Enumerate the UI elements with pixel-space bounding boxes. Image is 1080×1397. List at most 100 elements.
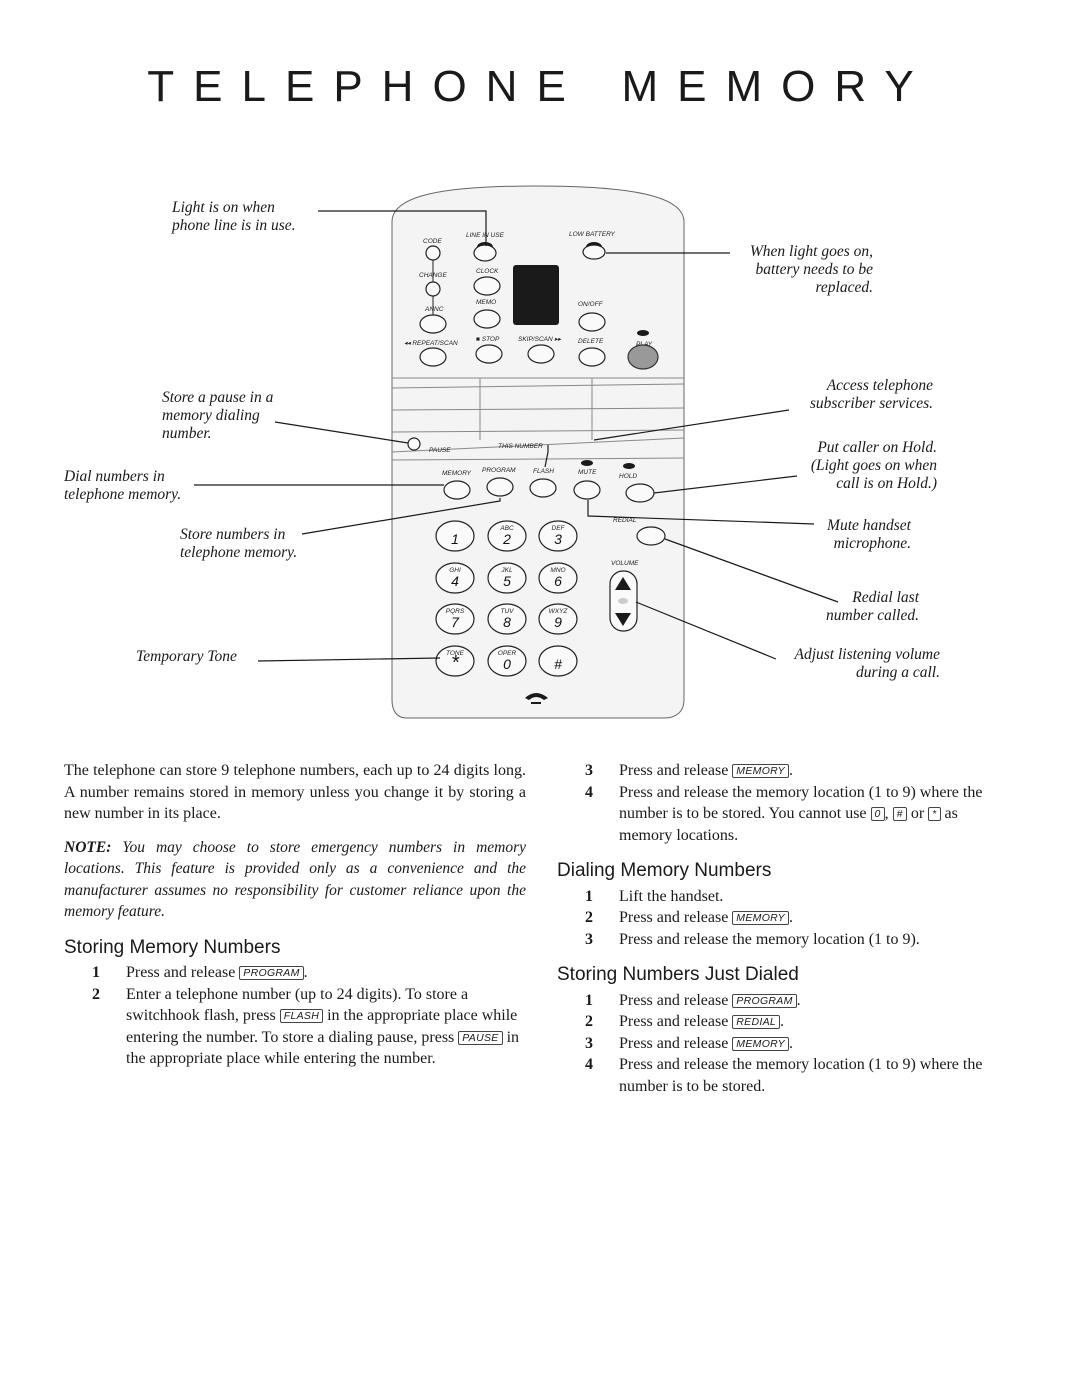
memory-key-icon: MEMORY — [732, 911, 789, 925]
mute-light — [581, 460, 593, 466]
key-sublabel: DEF — [552, 525, 566, 532]
label-hold: HOLD — [619, 473, 637, 480]
dialing-heading: Dialing Memory Numbers — [557, 860, 772, 881]
memo-button[interactable] — [473, 309, 501, 329]
label-code: CODE — [423, 238, 442, 245]
star-key-icon: * — [928, 807, 941, 821]
key-label: 4 — [451, 573, 459, 589]
label-flash: FLASH — [533, 468, 554, 475]
label-memo: MEMO — [476, 299, 496, 306]
key-label: 5 — [503, 573, 511, 589]
key-label: 8 — [503, 614, 511, 630]
label-line-in-use: LINE IN USE — [466, 232, 505, 239]
on-off-button[interactable] — [578, 312, 606, 332]
callout-tone: Temporary Tone — [136, 648, 237, 665]
just-dialed-heading: Storing Numbers Just Dialed — [557, 964, 799, 985]
label-volume: VOLUME — [611, 560, 639, 567]
key-sublabel: MNO — [550, 567, 565, 574]
mute-button[interactable] — [573, 480, 601, 500]
stop-button[interactable] — [475, 344, 503, 364]
code-button[interactable] — [425, 245, 441, 261]
key-label: 2 — [502, 531, 511, 547]
play-button[interactable] — [627, 344, 659, 370]
program-key-icon: PROGRAM — [732, 993, 797, 1008]
intro-paragraph: The telephone can store 9 telephone numb… — [64, 762, 526, 822]
note-paragraph: NOTE: You may choose to store emergency … — [64, 838, 526, 921]
zero-key-icon: 0 — [870, 807, 885, 821]
key-label: 3 — [554, 531, 562, 547]
program-key-icon: PROGRAM — [239, 966, 304, 980]
flash-key-icon: FLASH — [279, 1009, 324, 1023]
label-repeat-scan: ◂◂ REPEAT/SCAN — [404, 340, 458, 347]
flash-button[interactable] — [529, 478, 557, 498]
label-redial: REDIAL — [613, 517, 637, 524]
label-this-number: THIS NUMBER — [498, 443, 543, 450]
label-clock: CLOCK — [476, 268, 499, 275]
key-sublabel: ABC — [499, 525, 514, 532]
delete-button[interactable] — [578, 347, 606, 367]
program-button[interactable] — [486, 477, 514, 497]
change-button[interactable] — [425, 281, 441, 297]
memory-button[interactable] — [443, 480, 471, 500]
key-sublabel: GHI — [449, 567, 461, 574]
pause-button[interactable] — [407, 437, 421, 451]
phone-diagram: CODE LINE IN USE LOW BATTERY CHANGE CLOC… — [194, 185, 839, 719]
label-on-off: ON/OFF — [578, 301, 604, 308]
label-delete: DELETE — [578, 338, 604, 345]
key-label: 7 — [451, 614, 460, 630]
clock-button[interactable] — [473, 276, 501, 296]
storing-heading: Storing Memory Numbers — [64, 936, 281, 958]
left-column: The telephone can store 9 telephone numb… — [64, 760, 526, 1070]
label-program: PROGRAM — [482, 467, 516, 474]
redial-button[interactable] — [636, 526, 666, 546]
key-sublabel: PQRS — [446, 608, 465, 615]
key-sublabel: WXYZ — [549, 608, 569, 615]
line-button[interactable] — [473, 244, 497, 262]
repeat-scan-button[interactable] — [419, 347, 447, 367]
display-window — [513, 265, 559, 325]
hold-button[interactable] — [625, 483, 655, 503]
keypad-key-10[interactable]: TONE* — [435, 645, 475, 677]
key-sublabel: JKL — [500, 567, 513, 574]
annc-button[interactable] — [419, 314, 447, 334]
label-pause: PAUSE — [429, 447, 451, 454]
key-label: # — [554, 656, 562, 672]
redial-key-icon: REDIAL — [732, 1015, 781, 1029]
key-label: 0 — [503, 656, 511, 672]
label-low-battery: LOW BATTERY — [569, 231, 616, 238]
page-title: TELEPHONE MEMORY — [147, 62, 933, 111]
key-label: 9 — [554, 614, 562, 630]
keypad-key-12[interactable]: # — [538, 645, 578, 677]
skip-scan-button[interactable] — [527, 344, 555, 364]
keypad-key-1[interactable]: 1 — [435, 520, 475, 552]
battery-button[interactable] — [582, 244, 606, 260]
